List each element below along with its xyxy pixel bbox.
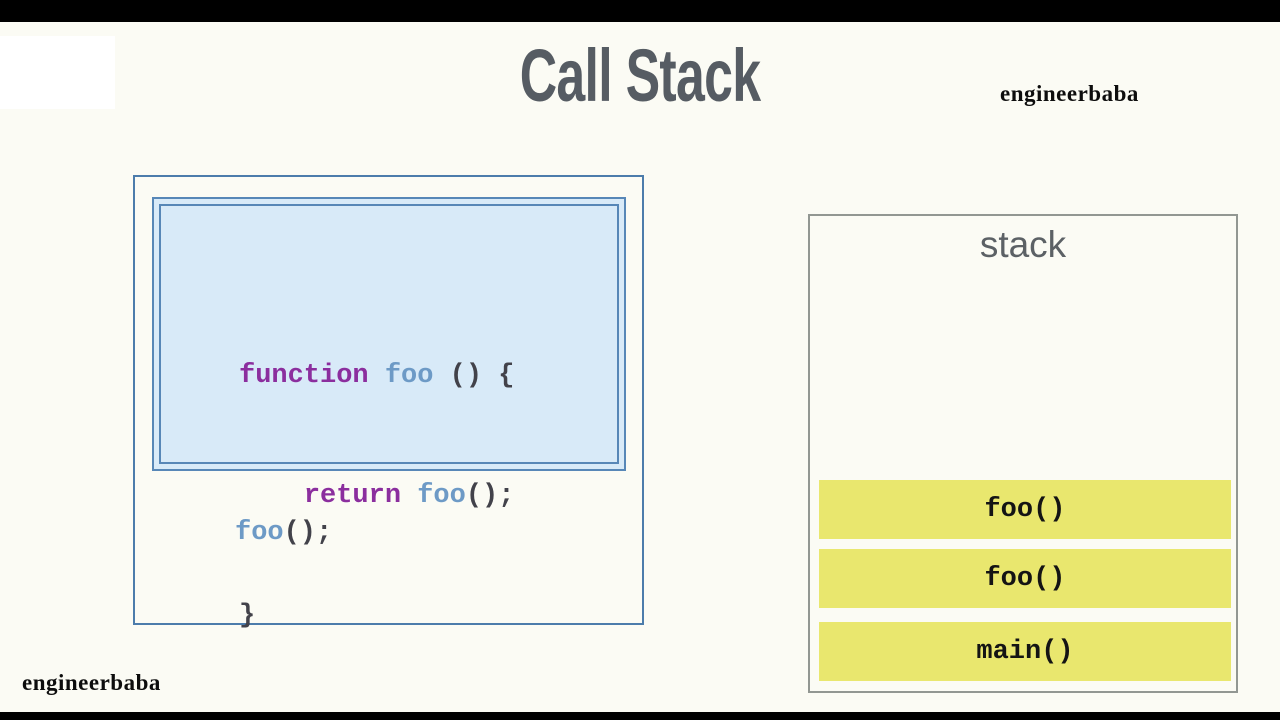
stack-frame: foo() bbox=[819, 480, 1231, 539]
code-snippet-inner: function foo () { return foo(); } bbox=[159, 204, 619, 631]
code-token: (); bbox=[283, 518, 333, 548]
stack-panel: stack foo() foo() main() bbox=[808, 214, 1238, 693]
watermark-bottom-left: engineerbaba bbox=[22, 670, 161, 695]
code-line: } bbox=[239, 596, 617, 636]
watermark-top-right: engineerbaba bbox=[1000, 81, 1139, 106]
page-title: Call Stack bbox=[519, 34, 761, 117]
code-token: function bbox=[239, 361, 369, 391]
code-token: foo bbox=[417, 481, 466, 511]
slide-canvas: Call Stack engineerbaba engineerbaba fun… bbox=[0, 22, 1280, 712]
code-token: (); bbox=[465, 481, 515, 511]
letterbox-top bbox=[0, 0, 1280, 22]
code-call-line: foo(); bbox=[235, 513, 332, 553]
white-patch bbox=[0, 36, 115, 109]
code-token bbox=[239, 481, 304, 511]
code-token bbox=[369, 361, 385, 391]
code-token bbox=[401, 481, 417, 511]
stack-frame: foo() bbox=[819, 549, 1231, 608]
code-line: function foo () { bbox=[239, 356, 617, 396]
code-token: foo bbox=[384, 361, 434, 391]
code-token: foo bbox=[235, 518, 284, 548]
code-token: return bbox=[303, 481, 402, 511]
code-token: () { bbox=[433, 361, 515, 391]
letterbox-bottom bbox=[0, 712, 1280, 720]
code-panel: function foo () { return foo(); } foo(); bbox=[133, 175, 644, 631]
stack-frame: main() bbox=[819, 622, 1231, 681]
code-lines: function foo () { return foo(); } bbox=[239, 276, 617, 716]
stack-label: stack bbox=[979, 224, 1067, 265]
code-token: } bbox=[239, 601, 256, 631]
code-line: return foo(); bbox=[239, 476, 617, 516]
code-snippet-box: function foo () { return foo(); } bbox=[152, 197, 626, 631]
